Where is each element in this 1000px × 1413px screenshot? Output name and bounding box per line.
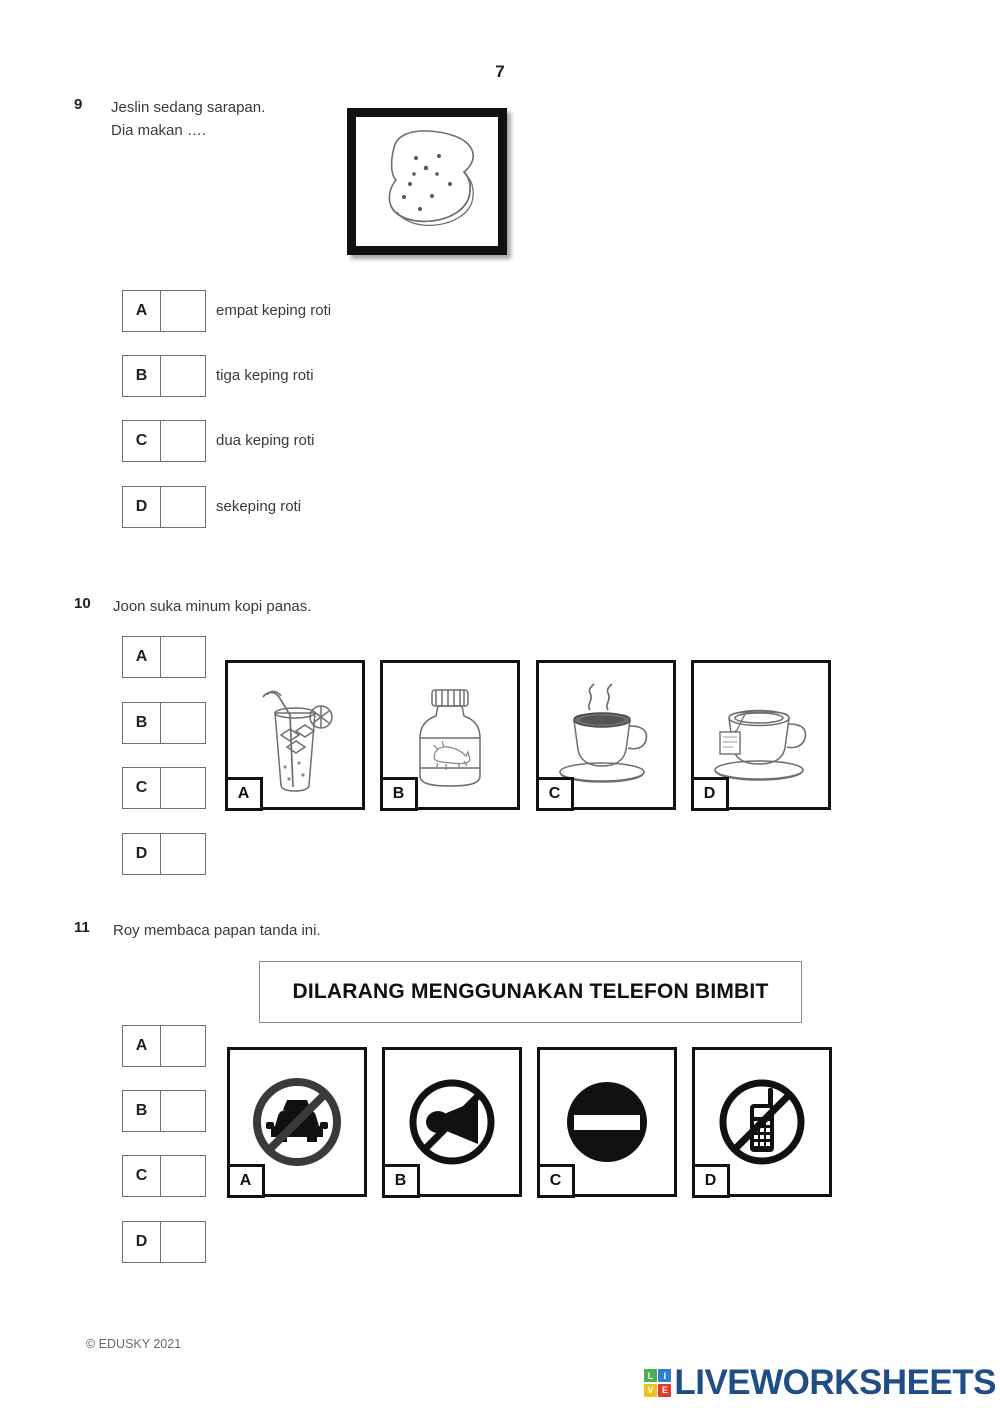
bread-slice-artwork (356, 117, 498, 246)
question-9-option-c[interactable]: C (122, 420, 206, 462)
option-letter: D (123, 487, 161, 527)
question-9-option-d-label: sekeping roti (216, 498, 302, 515)
question-11-prompt: Roy membaca papan tanda ini. (113, 922, 321, 939)
question-9-option-b[interactable]: B (122, 355, 206, 397)
logo-tile-v: V (643, 1383, 657, 1397)
logo-tile-l: L (643, 1369, 657, 1383)
answer-input[interactable] (161, 703, 205, 743)
hot-coffee-cup-image[interactable]: C (535, 660, 676, 811)
iced-drink-artwork (228, 663, 362, 807)
option-letter: C (123, 1156, 161, 1196)
answer-input[interactable] (161, 1091, 205, 1131)
no-entry-sign-icon (567, 1082, 647, 1162)
answer-input[interactable] (161, 291, 205, 331)
answer-input[interactable] (161, 421, 205, 461)
tea-cup-icon (714, 709, 807, 781)
question-9-option-a-label: empat keping roti (216, 302, 332, 319)
liveworksheets-wordmark: LIVEWORKSHEETS (674, 1363, 996, 1402)
no-mobile-phone-sign-icon (719, 1079, 805, 1165)
option-letter: C (123, 421, 161, 461)
answer-input[interactable] (161, 834, 205, 874)
no-horn-artwork (385, 1050, 519, 1194)
option-letter-tab: C (536, 1163, 575, 1198)
question-9-option-d[interactable]: D (122, 486, 206, 528)
answer-input[interactable] (161, 1156, 205, 1196)
answer-input[interactable] (161, 487, 205, 527)
iced-drink-icon (262, 690, 333, 792)
tea-cup-with-teabag-image[interactable]: D (690, 660, 831, 811)
option-letter: A (123, 291, 161, 331)
option-letter-tab: C (535, 776, 574, 811)
question-9-option-c-label: dua keping roti (216, 432, 315, 449)
milk-jar-icon (419, 689, 481, 787)
option-letter: B (123, 703, 161, 743)
option-letter: D (123, 834, 161, 874)
milk-jar-image[interactable]: B (379, 660, 520, 811)
question-9-number: 9 (74, 96, 83, 113)
liveworksheets-logo-tiles: L I V E (643, 1369, 672, 1397)
question-10-option-c[interactable]: C (122, 767, 206, 809)
option-letter: B (123, 1091, 161, 1131)
question-10-option-a[interactable]: A (122, 636, 206, 678)
logo-tile-e: E (658, 1383, 672, 1397)
question-11-option-d[interactable]: D (122, 1221, 206, 1263)
option-letter: A (123, 1026, 161, 1066)
bread-slice-image (347, 108, 507, 255)
no-entry-artwork (540, 1050, 674, 1194)
liveworksheets-logo[interactable]: L I V E LIVEWORKSHEETS (643, 1360, 996, 1406)
page-number: 7 (495, 62, 505, 81)
question-11-option-c[interactable]: C (122, 1155, 206, 1197)
question-9-option-a[interactable]: A (122, 290, 206, 332)
answer-input[interactable] (161, 768, 205, 808)
question-11-option-b[interactable]: B (122, 1090, 206, 1132)
option-letter-tab: D (690, 776, 729, 811)
question-10-prompt: Joon suka minum kopi panas. (113, 598, 312, 615)
question-10-number: 10 (74, 595, 91, 612)
coffee-cup-icon (559, 683, 648, 783)
question-11-number: 11 (74, 919, 90, 936)
no-car-artwork (230, 1050, 364, 1194)
option-letter-tab: B (381, 1163, 420, 1198)
no-horn-sign-icon (409, 1079, 495, 1165)
question-9-option-b-label: tiga keping roti (216, 367, 314, 384)
no-car-sign-image[interactable]: A (226, 1047, 367, 1198)
signboard-text: DILARANG MENGGUNAKAN TELEFON BIMBIT (292, 980, 769, 1003)
option-letter-tab: D (691, 1163, 730, 1198)
bread-slice-icon (388, 129, 474, 226)
option-letter: A (123, 637, 161, 677)
option-letter-tab: B (379, 776, 418, 811)
option-letter: D (123, 1222, 161, 1262)
option-letter: C (123, 768, 161, 808)
option-letter-tab: A (226, 1163, 265, 1198)
signboard: DILARANG MENGGUNAKAN TELEFON BIMBIT (259, 961, 802, 1023)
tea-cup-artwork (694, 663, 828, 807)
answer-input[interactable] (161, 637, 205, 677)
answer-input[interactable] (161, 1222, 205, 1262)
option-letter-tab: A (224, 776, 263, 811)
no-mobile-phone-artwork (695, 1050, 829, 1194)
no-mobile-phone-sign-image[interactable]: D (691, 1047, 832, 1198)
iced-drink-glass-image[interactable]: A (224, 660, 365, 811)
no-horn-sign-image[interactable]: B (381, 1047, 522, 1198)
answer-input[interactable] (161, 1026, 205, 1066)
copyright-text: © EDUSKY 2021 (86, 1337, 182, 1351)
question-11-option-a[interactable]: A (122, 1025, 206, 1067)
question-10-option-d[interactable]: D (122, 833, 206, 875)
logo-tile-i: I (658, 1369, 672, 1383)
hot-coffee-artwork (539, 663, 673, 807)
no-entry-sign-image[interactable]: C (536, 1047, 677, 1198)
option-letter: B (123, 356, 161, 396)
answer-input[interactable] (161, 356, 205, 396)
no-car-sign-icon (253, 1078, 341, 1166)
question-10-option-b[interactable]: B (122, 702, 206, 744)
question-9-prompt: Jeslin sedang sarapan. Dia makan …. (111, 99, 266, 139)
milk-jar-artwork (383, 663, 517, 807)
